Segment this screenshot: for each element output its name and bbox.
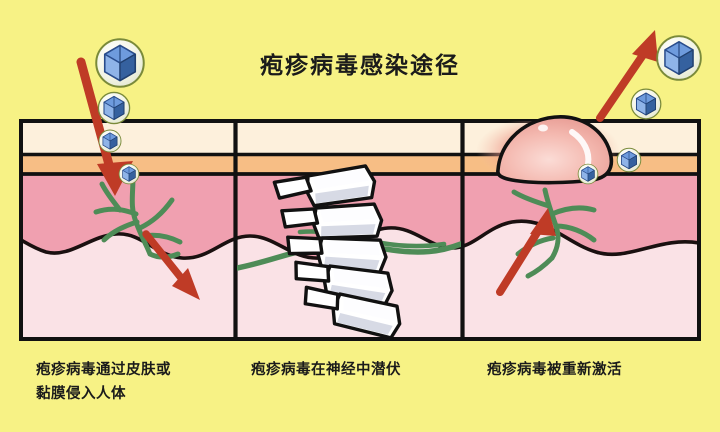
virus-particle-icon bbox=[98, 129, 122, 153]
panel-3-reactivation bbox=[476, 30, 702, 296]
virus-particle-icon bbox=[616, 147, 642, 173]
reactivation-arrow-up bbox=[496, 208, 556, 296]
virus-particle-icon bbox=[577, 163, 599, 185]
caption-panel-1: 疱疹病毒通过皮肤或 黏膜侵入人体 bbox=[36, 362, 171, 402]
caption-panel-3: 疱疹病毒被重新激活 bbox=[487, 362, 622, 378]
spread-arrow-down-right bbox=[142, 230, 200, 300]
caption-panel-2: 疱疹病毒在神经中潜伏 bbox=[251, 362, 401, 378]
section-frame bbox=[19, 119, 701, 341]
panel-2-latency bbox=[237, 163, 461, 339]
release-arrow-up-right bbox=[596, 30, 658, 122]
virus-particle-icon bbox=[97, 91, 131, 125]
blister-glint bbox=[538, 124, 548, 132]
blister-highlight bbox=[569, 129, 592, 167]
panel-1-entry bbox=[76, 38, 200, 300]
virus-particle-icon bbox=[630, 88, 662, 120]
nerve-branches-panel3 bbox=[511, 187, 597, 279]
virus-particle-icon bbox=[118, 163, 140, 185]
page-title: 疱疹病毒感染途径 bbox=[260, 53, 460, 79]
